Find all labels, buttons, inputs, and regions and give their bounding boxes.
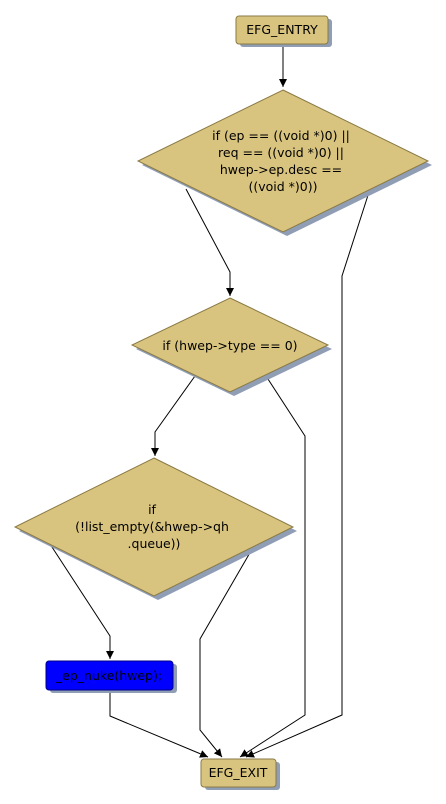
node-exit[interactable]: EFG_EXIT — [200, 758, 280, 790]
node-exit-label: EFG_EXIT — [209, 765, 268, 780]
node-cond1-label: if (ep == ((void *)0) || req == ((void *… — [212, 128, 354, 194]
edge-cond1-exit — [245, 188, 371, 758]
edge-cond2-cond3 — [151, 375, 196, 456]
node-entry-label: EFG_ENTRY — [246, 22, 318, 37]
edge-nuke-exit — [109, 690, 209, 758]
edge-cond3-exit — [199, 543, 256, 758]
node-cond3[interactable]: if (!list_empty(&hwep->qh .queue)) — [13, 457, 297, 600]
node-cond2-label: if (hwep->type == 0) — [162, 338, 297, 353]
node-cond3-label: if (!list_empty(&hwep->qh .queue)) — [75, 502, 233, 551]
edges — [49, 44, 371, 758]
node-cond2[interactable]: if (hwep->type == 0) — [130, 297, 332, 396]
node-entry[interactable]: EFG_ENTRY — [235, 15, 332, 47]
node-nuke[interactable]: _ep_nuke(hwep); — [45, 660, 177, 693]
node-cond1[interactable]: if (ep == ((void *)0) || req == ((void *… — [136, 89, 432, 236]
edge-cond3-nuke — [49, 543, 114, 659]
node-nuke-label: _ep_nuke(hwep); — [55, 668, 162, 683]
edge-cond1-cond2 — [185, 188, 234, 296]
edge-cond2-exit — [239, 375, 306, 758]
